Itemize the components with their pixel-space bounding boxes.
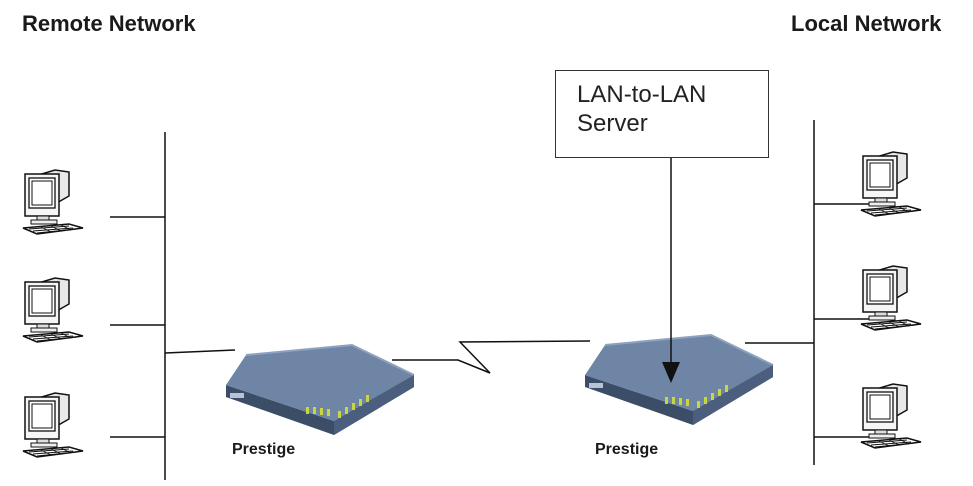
local-computer-2: [860, 265, 922, 331]
remote-network-title: Remote Network: [22, 11, 196, 36]
local-network-title: Local Network: [791, 11, 942, 36]
prestige-label-left: Prestige: [232, 441, 296, 458]
remote-router-link: [164, 349, 236, 354]
router-left: [225, 344, 415, 436]
remote-computer-3: [22, 392, 84, 458]
server-label-line1: LAN-to-LAN: [577, 81, 707, 108]
remote-computer-1: [22, 169, 84, 235]
server-label-line2: Server: [577, 110, 648, 137]
remote-computer-2: [22, 277, 84, 343]
prestige-label-right: Prestige: [595, 441, 659, 458]
local-computer-3: [860, 383, 922, 449]
router-right: [584, 334, 774, 426]
local-computer-1: [860, 151, 922, 217]
wan-link-icon: [392, 340, 591, 374]
lan-to-lan-server-box: LAN-to-LAN Server: [555, 70, 769, 158]
